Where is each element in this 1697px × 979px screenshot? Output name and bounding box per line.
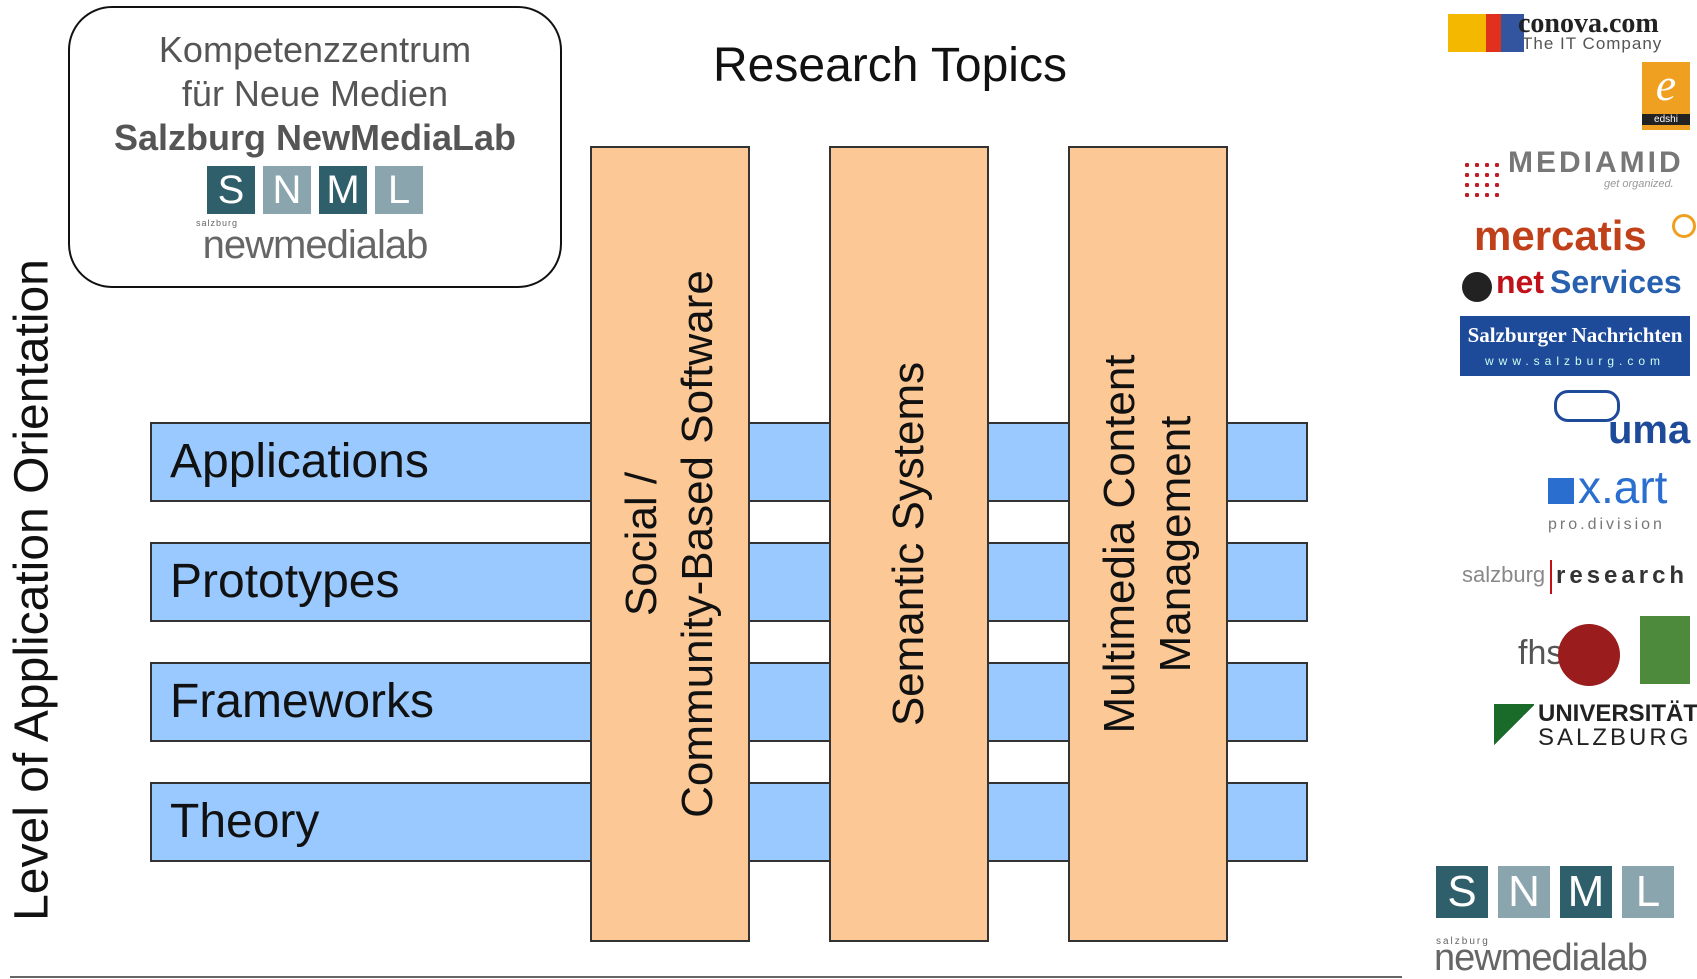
uni-line1: UNIVERSITÄT (1538, 700, 1697, 727)
fhs-mark (1558, 624, 1620, 686)
snml-letter: M (319, 166, 367, 214)
xart-tag: pro.division (1548, 516, 1665, 533)
netservices-icon (1462, 272, 1492, 302)
sr-divider (1550, 560, 1552, 594)
sr-b: research (1556, 562, 1689, 589)
xart-name: x.art (1578, 461, 1668, 513)
uma-icon (1554, 390, 1620, 422)
mercatis-icon (1672, 214, 1696, 238)
sn-logo: Salzburger Nachrichten www.salzburg.com (1460, 316, 1690, 376)
level-label: Frameworks (170, 675, 435, 728)
bottom-divider (10, 976, 1402, 978)
snml-footer-word: newmedialab (1434, 937, 1648, 979)
level-label: Prototypes (170, 555, 400, 608)
sr-a: salzburg (1462, 562, 1546, 587)
conova-name: conova.com (1518, 8, 1659, 39)
snml-letter: L (1622, 866, 1674, 918)
snml-letter: S (207, 166, 255, 214)
topic-label-line: Management (1151, 415, 1200, 673)
uni-line2: SALZBURG (1538, 724, 1692, 751)
snml-footer-logo: S N M L (1436, 866, 1674, 918)
conova-logo-mark (1448, 14, 1524, 52)
xart-mark (1548, 478, 1574, 504)
topic-label: Semantic Systems (881, 362, 937, 726)
topic-bar-multimedia: Multimedia Content Management (1068, 146, 1228, 942)
university-crest (1640, 616, 1690, 684)
topic-label-line: Community-Based Software (673, 270, 722, 818)
edshi-tag: edshi (1642, 114, 1690, 125)
fhs-name: fhs (1518, 634, 1564, 672)
mercatis-name: mercatis (1474, 212, 1647, 259)
sn-url: www.salzburg.com (1484, 354, 1666, 368)
y-axis-label: Level of Application Orientation (5, 259, 59, 921)
topic-label: Social / Community-Based Software (614, 270, 726, 818)
snml-letter: N (1498, 866, 1550, 918)
topic-label-line: Social / (617, 471, 666, 617)
mediamid-dots (1462, 160, 1504, 198)
topic-label-line: Multimedia Content (1095, 354, 1144, 734)
netservices-name: Services (1550, 264, 1682, 300)
edshi-logo: e edshi (1642, 62, 1690, 130)
snml-info-box: Kompetenzzentrum für Neue Medien Salzbur… (68, 6, 562, 288)
snml-logo: S N M L (70, 166, 560, 214)
sn-name: Salzburger Nachrichten (1467, 323, 1683, 347)
topic-bar-semantic: Semantic Systems (829, 146, 989, 942)
topic-label: Multimedia Content Management (1092, 354, 1204, 733)
level-label: Theory (170, 795, 320, 848)
conova-tag: The IT Company (1522, 34, 1663, 53)
level-label: Applications (170, 435, 429, 488)
y-axis: Level of Application Orientation (0, 0, 60, 978)
uma-name: uma (1608, 408, 1691, 452)
edshi-glyph: e (1655, 59, 1677, 110)
mediamid-name: MEDIAMID (1508, 146, 1684, 179)
topic-label-line: Semantic Systems (884, 361, 933, 727)
snml-letter: M (1560, 866, 1612, 918)
snml-letter: L (375, 166, 423, 214)
info-line-3: Salzburg NewMediaLab (113, 117, 517, 158)
netservices-prefix: net (1496, 264, 1544, 300)
diagram-title: Research Topics (713, 39, 1067, 92)
snml-footer-small: salzburg (1436, 936, 1490, 947)
snml-letter: S (1436, 866, 1488, 918)
uni-mark (1494, 704, 1534, 746)
snml-small: salzburg (196, 218, 239, 228)
info-line-1: Kompetenzzentrum (158, 29, 472, 70)
snml-word: newmedialab (202, 223, 429, 267)
topic-bar-social: Social / Community-Based Software (590, 146, 750, 942)
info-line-2: für Neue Medien (181, 73, 449, 114)
snml-letter: N (263, 166, 311, 214)
mediamid-tag: get organized. (1604, 178, 1674, 190)
